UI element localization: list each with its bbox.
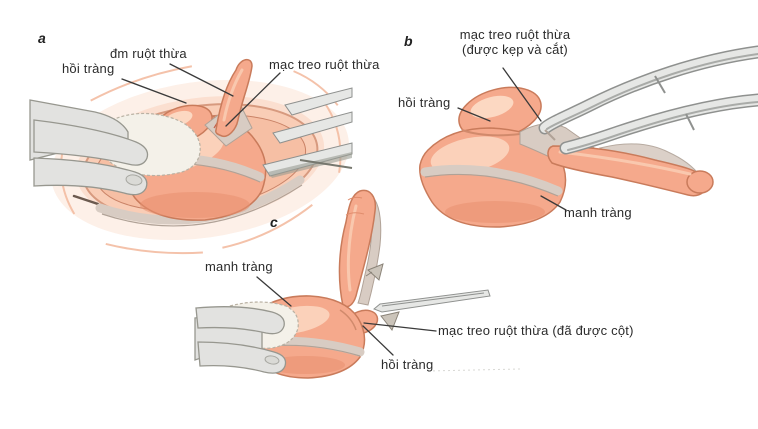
appendix-shape-a — [215, 58, 253, 138]
panel-c-illustration — [194, 189, 521, 379]
leader-line-mesoappendix-a — [225, 72, 281, 127]
label-mesoappendix-b: mạc treo ruột thừa (được kẹp và cắt) — [440, 27, 590, 57]
faint-suture-line — [427, 368, 521, 372]
label-cecum-c: manh tràng — [205, 259, 273, 274]
leader-line-mesoappendix-c — [363, 322, 437, 332]
leader-line-ileum-c — [362, 325, 394, 356]
wound-edge-line — [101, 184, 303, 227]
leader-line-mesoappendix-b — [502, 67, 542, 122]
label-mesoappendix-b-line2: (được kẹp và cắt) — [462, 42, 568, 57]
appendix-shape-c — [338, 189, 377, 308]
clamp-icon-upper — [538, 45, 758, 135]
label-cecum-b: manh tràng — [564, 205, 632, 220]
leader-line-cecum-b — [540, 195, 567, 211]
cecum-shape-b — [419, 127, 567, 228]
probe-icon — [373, 289, 491, 313]
leader-line-ileum-a — [121, 78, 187, 104]
ligature-tie-icon-upper — [365, 263, 384, 281]
gloved-hand-a — [29, 99, 149, 196]
panel-letter-a: a — [38, 30, 46, 46]
leader-line-cecum-c — [256, 276, 292, 307]
ligature-tie-icon-lower — [380, 311, 400, 331]
label-mesoappendix-c: mạc treo ruột thừa (đã được cột) — [438, 323, 634, 338]
panel-a-illustration — [29, 58, 353, 255]
clamped-tissue-mark — [544, 129, 556, 141]
panel-letter-c: c — [270, 214, 278, 230]
panel-b-illustration — [419, 45, 758, 228]
label-ileum-c: hồi tràng — [381, 357, 434, 372]
fingernail-shape — [264, 355, 280, 365]
mesoappendix-remnant-shape-c — [357, 199, 382, 306]
retractor-icon — [262, 87, 353, 178]
clamp-icon-lower — [559, 93, 758, 155]
gloved-hand-c — [194, 306, 287, 374]
label-appendicular-artery-a: đm ruột thừa — [110, 46, 187, 61]
label-mesoappendix-a: mạc treo ruột thừa — [269, 57, 380, 72]
incision-corner-left — [72, 194, 100, 206]
leader-line-ileum-b — [457, 107, 491, 122]
label-mesoappendix-b-line1: mạc treo ruột thừa — [459, 27, 571, 42]
appendix-shape-b — [547, 145, 714, 197]
panel-letter-b: b — [404, 33, 413, 49]
label-ileum-b: hồi tràng — [398, 95, 451, 110]
leader-line-artery-a — [169, 63, 234, 97]
label-ileum-a: hồi tràng — [62, 61, 115, 76]
fingernail-shape — [125, 174, 143, 186]
